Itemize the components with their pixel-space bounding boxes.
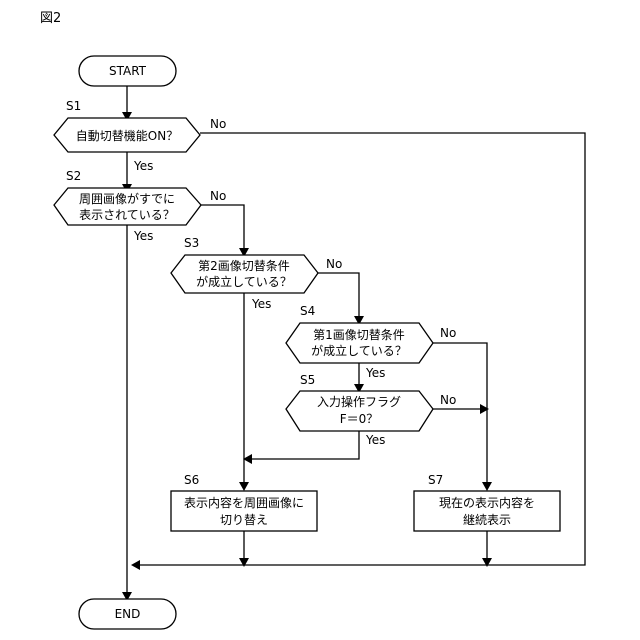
edge-s3-s4 [318,273,359,316]
start-terminal: START [79,56,176,86]
s2-line2: 表示されている？ [79,208,175,222]
decision-s1: 自動切替機能ON？ S1 No Yes [54,99,226,173]
s5-step-label: S5 [300,373,315,387]
decision-s4: 第1画像切替条件 が成立している？ S4 No Yes [286,304,456,380]
s6-line1: 表示内容を周囲画像に [184,495,304,510]
figure-label: 図2 [40,11,61,26]
s7-line2: 継続表示 [463,512,511,527]
arrowhead-rail-merge [131,560,140,570]
s4-step-label: S4 [300,304,315,318]
arrowhead-s6 [239,482,249,491]
s3-no-label: No [326,257,342,271]
s5-yes-label: Yes [365,433,385,447]
end-terminal: END [79,599,176,629]
s2-step-label: S2 [66,169,81,183]
edge-s2-s3 [201,205,244,248]
s1-step-label: S1 [66,99,81,113]
s5-line2: F＝0？ [340,412,379,426]
edge-s5-yes [252,431,359,459]
decision-s5: 入力操作フラグ F＝0？ S5 No Yes [286,373,456,447]
decision-s2: 周囲画像がすでに 表示されている？ S2 No Yes [54,169,226,243]
end-label: END [115,607,141,621]
s3-line1: 第2画像切替条件 [198,259,290,273]
start-label: START [109,64,147,78]
s7-step-label: S7 [428,473,443,487]
s3-line2: が成立している？ [196,274,292,289]
decision-s3: 第2画像切替条件 が成立している？ S3 No Yes [171,236,342,311]
edge-s4-s7 [433,343,487,482]
s1-yes-label: Yes [133,159,153,173]
s7-line1: 現在の表示内容を [439,495,535,510]
s5-line1: 入力操作フラグ [317,394,401,409]
s3-step-label: S3 [184,236,199,250]
arrowhead-s7 [482,482,492,491]
s3-yes-label: Yes [251,297,271,311]
s2-line1: 周囲画像がすでに [79,191,175,206]
s1-text: 自動切替機能ON？ [76,128,178,143]
s2-yes-label: Yes [133,229,153,243]
s4-line1: 第1画像切替条件 [313,328,405,342]
s6-line2: 切り替え [220,513,268,527]
s4-no-label: No [440,326,456,340]
s4-yes-label: Yes [365,366,385,380]
s5-no-label: No [440,393,456,407]
s2-no-label: No [210,189,226,203]
s1-no-label: No [210,117,226,131]
s6-step-label: S6 [184,473,199,487]
s4-line2: が成立している？ [311,343,407,358]
